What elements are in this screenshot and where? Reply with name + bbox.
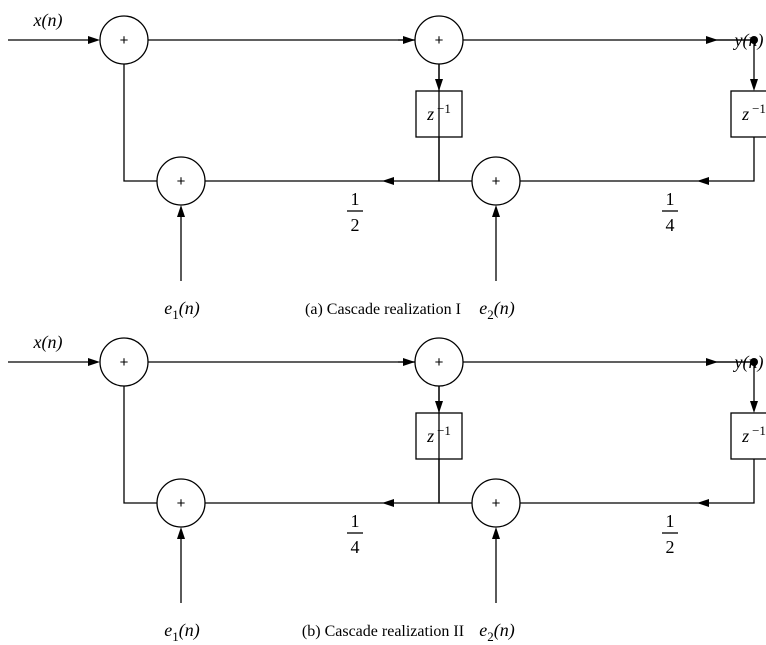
- input-arrow: [88, 358, 100, 366]
- stage-2-adder-bottom: +: [471, 478, 521, 528]
- stage-2-noise-label-symbol: e: [479, 298, 487, 318]
- stage-2-noise-label-argument: (n): [494, 298, 515, 319]
- output-arrow: [706, 358, 718, 366]
- stage-1-return-wire: [123, 64, 157, 182]
- stage-1-adder-bottom: +: [156, 156, 206, 206]
- stage-1-noise-arrow: [177, 527, 185, 539]
- stage-1-coefficient: 12: [347, 189, 363, 235]
- panel-caption: (a) Cascade realization I: [305, 301, 461, 318]
- input-label: x(n): [33, 332, 63, 353]
- stage-2-adder-bottom-plus-sign: +: [492, 173, 501, 190]
- inter-stage-arrow: [403, 358, 415, 366]
- stage-2-adder-top-plus-sign: +: [435, 354, 444, 371]
- stage-1-adder-bottom: +: [156, 478, 206, 528]
- stage-1-delay-exponent: −1: [437, 101, 451, 116]
- stage-1-coefficient-numerator: 1: [351, 511, 360, 531]
- stage-1-noise-arrow: [177, 205, 185, 217]
- stage-2-delay-in-arrow: [750, 79, 758, 91]
- stage-2-coefficient-denominator: 4: [666, 215, 675, 235]
- stage-1-feedback-wire: [205, 459, 440, 504]
- stage-2-adder-top: +: [414, 15, 464, 65]
- stage-2-delay-z: z: [741, 426, 749, 446]
- stage-1-feedback-wire: [205, 137, 440, 182]
- stage-2-noise-label-subscript: 2: [487, 629, 494, 644]
- stage-1-feedback-arrow: [382, 499, 394, 507]
- stage-1-noise-label-subscript: 1: [172, 307, 179, 322]
- stage-2-coefficient: 14: [662, 189, 678, 235]
- stage-1-coefficient-numerator: 1: [351, 189, 360, 209]
- stage-1-coefficient-denominator: 4: [351, 537, 360, 557]
- stage-2-adder-bottom: +: [471, 156, 521, 206]
- stage-2-noise-label-symbol: e: [479, 620, 487, 640]
- stage-1-adder-top-plus-sign: +: [120, 354, 129, 371]
- stage-2-coefficient-numerator: 1: [666, 189, 675, 209]
- stage-2-coefficient-denominator: 2: [666, 537, 675, 557]
- inter-stage-arrow: [403, 36, 415, 44]
- stage-1-noise-label: e1(n): [164, 620, 200, 644]
- stage-1-delay-z: z: [426, 104, 434, 124]
- stage-2-delay-label: z−1: [741, 101, 766, 124]
- stage-1-noise-label-subscript: 1: [172, 629, 179, 644]
- stage-2-delay-in-arrow: [750, 401, 758, 413]
- output-arrow: [706, 36, 718, 44]
- stage-1-noise-label-symbol: e: [164, 620, 172, 640]
- output-label: y(n): [733, 30, 764, 51]
- stage-2-feedback-wire: [520, 459, 755, 504]
- stage-1-adder-top: +: [99, 15, 149, 65]
- stage-2-return-wire: [438, 64, 472, 182]
- stage-1-adder-bottom-plus-sign: +: [177, 173, 186, 190]
- stage-2-noise-arrow: [492, 527, 500, 539]
- stage-2-noise-label: e2(n): [479, 620, 515, 644]
- stage-1-delay-label: z−1: [426, 101, 451, 124]
- stage-1-return-wire: [123, 386, 157, 504]
- stage-2-delay-exponent: −1: [752, 423, 766, 438]
- stage-2-feedback-wire: [520, 137, 755, 182]
- stage-2-adder-bottom-plus-sign: +: [492, 495, 501, 512]
- stage-2-coefficient: 12: [662, 511, 678, 557]
- stage-2-adder-top-plus-sign: +: [435, 32, 444, 49]
- stage-2-return-wire: [438, 386, 472, 504]
- stage-2-noise-arrow: [492, 205, 500, 217]
- stage-1-adder-bottom-plus-sign: +: [177, 495, 186, 512]
- stage-2-delay-exponent: −1: [752, 101, 766, 116]
- input-label: x(n): [33, 10, 63, 31]
- stage-2-noise-label-argument: (n): [494, 620, 515, 641]
- stage-2-feedback-arrow: [697, 177, 709, 185]
- stage-1-delay-exponent: −1: [437, 423, 451, 438]
- stage-2-coefficient-numerator: 1: [666, 511, 675, 531]
- stage-2-delay: z−1: [730, 412, 766, 460]
- stage-1-noise-label-argument: (n): [179, 620, 200, 641]
- stage-2-noise-label: e2(n): [479, 298, 515, 322]
- stage-1-feedback-arrow: [382, 177, 394, 185]
- stage-2-delay-z: z: [741, 104, 749, 124]
- stage-2-delay: z−1: [730, 90, 766, 138]
- stage-1-adder-top-plus-sign: +: [120, 32, 129, 49]
- stage-2-adder-top: +: [414, 337, 464, 387]
- stage-1-adder-top: +: [99, 337, 149, 387]
- stage-1-noise-label: e1(n): [164, 298, 200, 322]
- stage-1-coefficient-denominator: 2: [351, 215, 360, 235]
- stage-2-delay-label: z−1: [741, 423, 766, 446]
- stage-2-noise-label-subscript: 2: [487, 307, 494, 322]
- stage-1-coefficient: 14: [347, 511, 363, 557]
- output-label: y(n): [733, 352, 764, 373]
- stage-1-noise-label-argument: (n): [179, 298, 200, 319]
- stage-1-noise-label-symbol: e: [164, 298, 172, 318]
- stage-1-delay-label: z−1: [426, 423, 451, 446]
- stage-1-delay-z: z: [426, 426, 434, 446]
- panel-caption: (b) Cascade realization II: [302, 623, 464, 640]
- stage-2-delay-box: [730, 412, 766, 460]
- input-arrow: [88, 36, 100, 44]
- stage-2-feedback-arrow: [697, 499, 709, 507]
